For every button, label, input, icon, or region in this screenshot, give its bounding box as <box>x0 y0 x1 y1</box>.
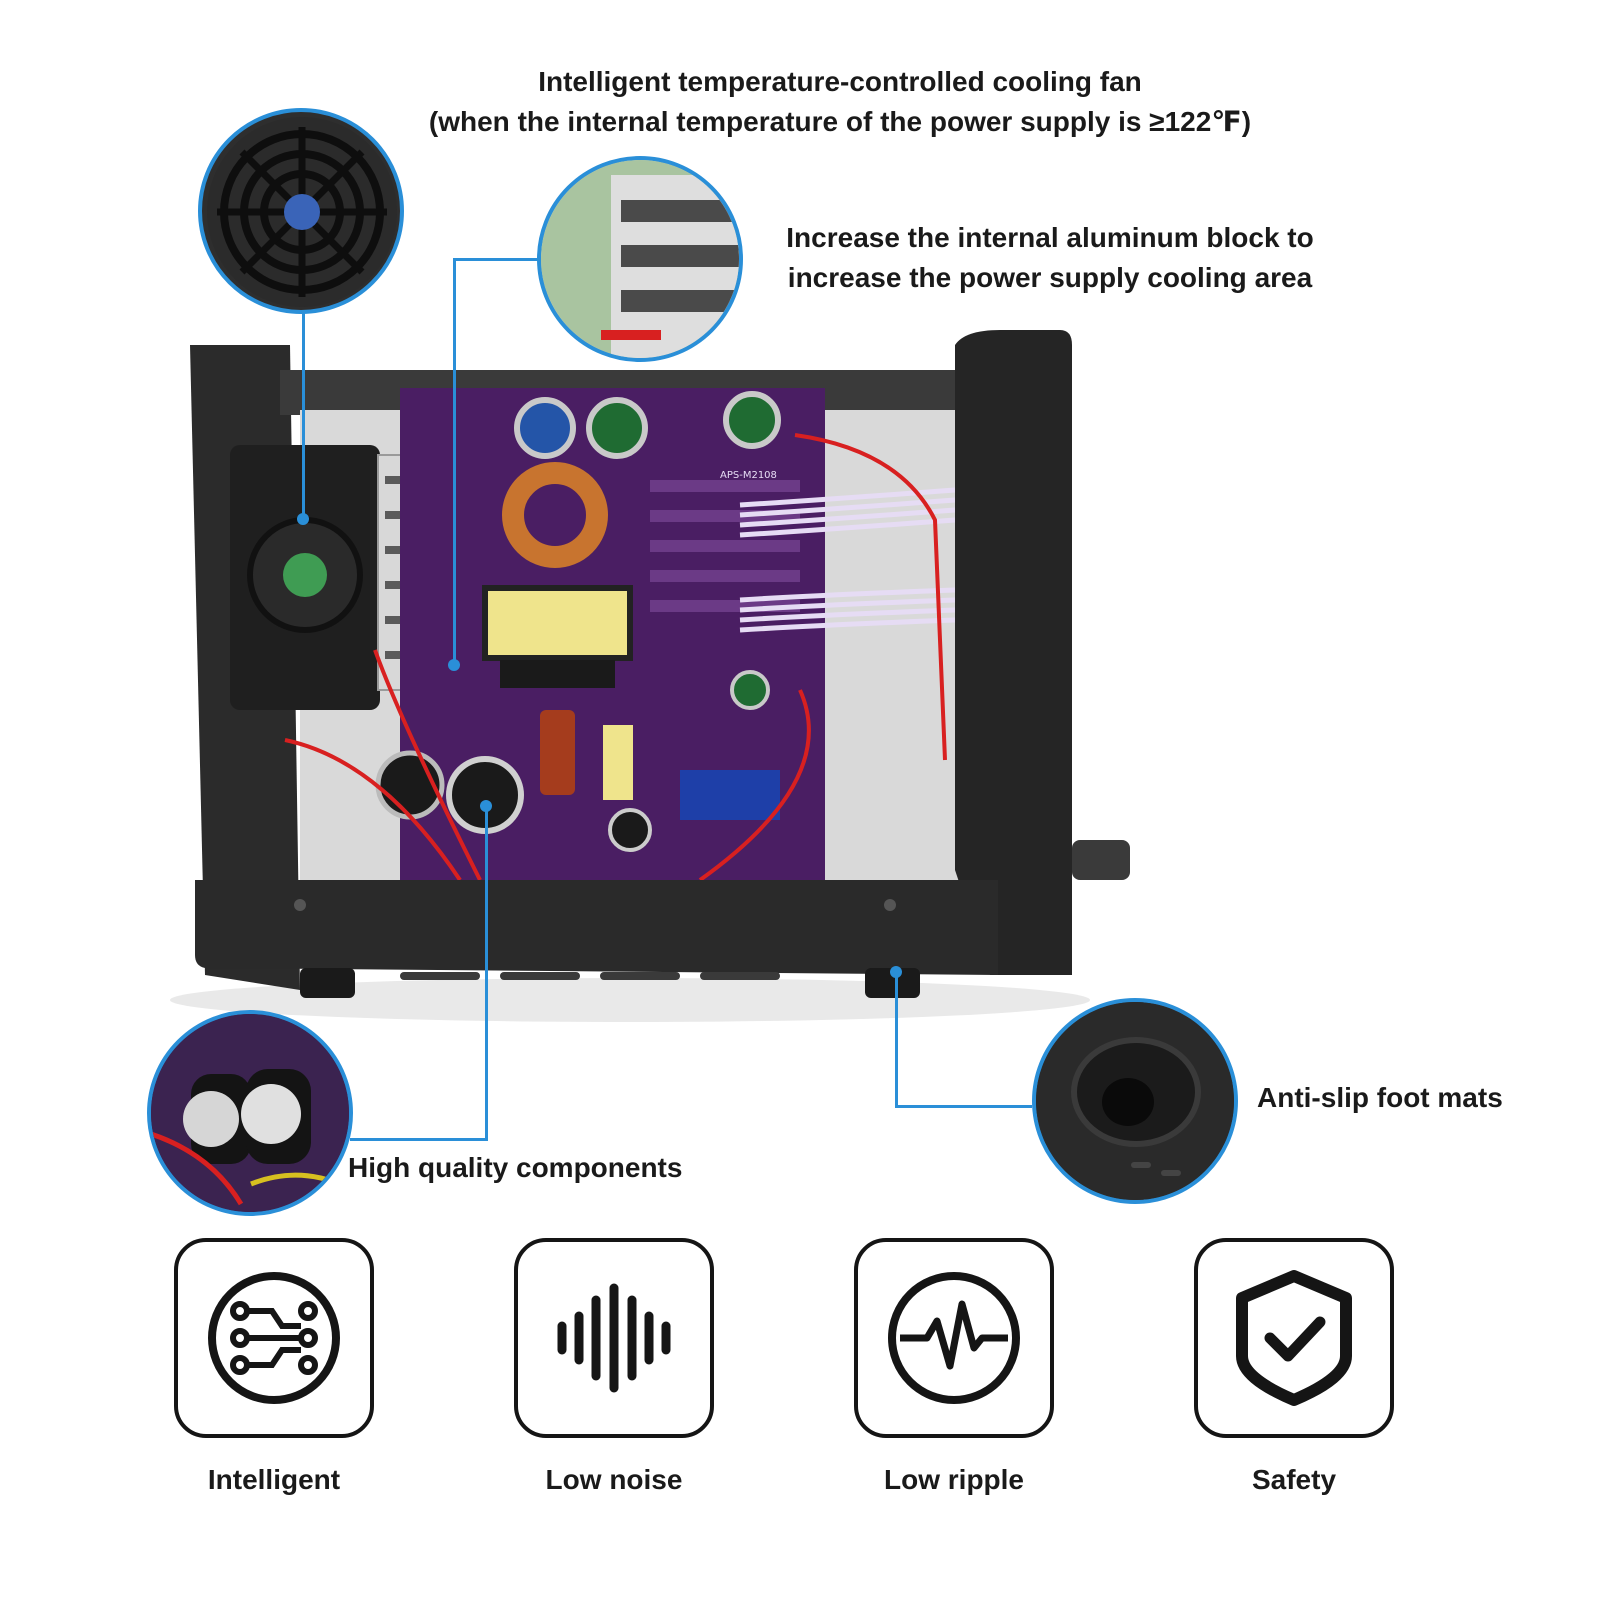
aluminum-callout-dot <box>448 659 460 671</box>
fan-title: Intelligent temperature-controlled cooli… <box>538 66 1142 97</box>
pulse-icon <box>888 1272 1020 1404</box>
feature-safety-label: Safety <box>1251 1464 1337 1495</box>
fan-closeup <box>198 108 404 314</box>
aluminum-block-closeup <box>537 156 743 362</box>
feature-low-ripple <box>854 1238 1054 1438</box>
fan-subtitle: (when the internal temperature of the po… <box>428 106 1252 137</box>
feature-intelligent-label: Intelligent <box>207 1464 341 1495</box>
aluminum-callout-horizontal <box>453 258 538 261</box>
components-callout-dot <box>480 800 492 812</box>
aluminum-line2: increase the power supply cooling area <box>787 262 1313 293</box>
feet-callout-dot <box>890 966 902 978</box>
components-label: High quality components <box>348 1152 683 1183</box>
aluminum-line1: Increase the internal aluminum block to <box>786 222 1314 253</box>
feature-intelligent <box>174 1238 374 1438</box>
foot-mat-closeup <box>1032 998 1238 1204</box>
components-callout-vertical <box>485 805 488 1140</box>
board-model-text: APS-M2108 <box>720 470 777 481</box>
feet-callout-horizontal <box>895 1105 1032 1108</box>
shield-check-icon <box>1236 1270 1352 1406</box>
components-callout-horizontal <box>350 1138 488 1141</box>
fan-callout-dot <box>297 513 309 525</box>
feature-safety <box>1194 1238 1394 1438</box>
feature-low-ripple-label: Low ripple <box>884 1464 1024 1495</box>
feature-low-noise-label: Low noise <box>545 1464 683 1495</box>
soundwave-icon <box>557 1283 671 1393</box>
foot-mats-label: Anti-slip foot mats <box>1257 1082 1503 1113</box>
feature-low-noise <box>514 1238 714 1438</box>
fan-callout-line <box>302 312 305 518</box>
circuit-icon <box>208 1272 340 1404</box>
feet-callout-vertical <box>895 972 898 1108</box>
aluminum-callout-vertical <box>453 258 456 664</box>
components-closeup <box>147 1010 353 1216</box>
